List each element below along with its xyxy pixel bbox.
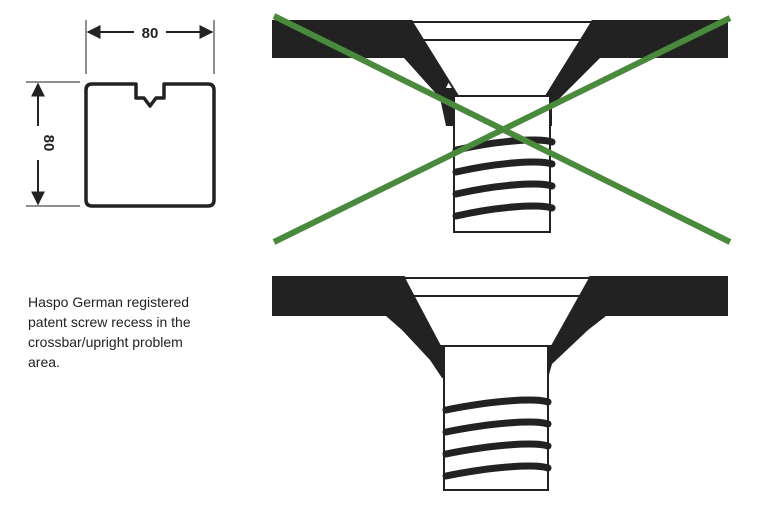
caption: Haspo German registered patent screw rec… (28, 292, 248, 372)
screw-threads-incorrect (452, 136, 556, 220)
incorrect-cross-line-2 (272, 15, 732, 245)
plate-correct (272, 276, 728, 378)
screw-correct (272, 276, 728, 491)
plate-incorrect (272, 20, 728, 126)
caption-line-4: area. (28, 354, 60, 370)
screw-threads-correct (442, 396, 552, 480)
height-dimension-label: 80 (40, 135, 57, 152)
caption-line-3: crossbar/upright problem (28, 334, 183, 350)
caption-line-2: patent screw recess in the (28, 314, 191, 330)
caption-line-1: Haspo German registered (28, 294, 190, 310)
screw-incorrect (272, 13, 732, 245)
width-dimension-label: 80 (142, 25, 159, 42)
profile-section: 80 80 (26, 20, 216, 208)
square-profile-outline (84, 82, 216, 208)
